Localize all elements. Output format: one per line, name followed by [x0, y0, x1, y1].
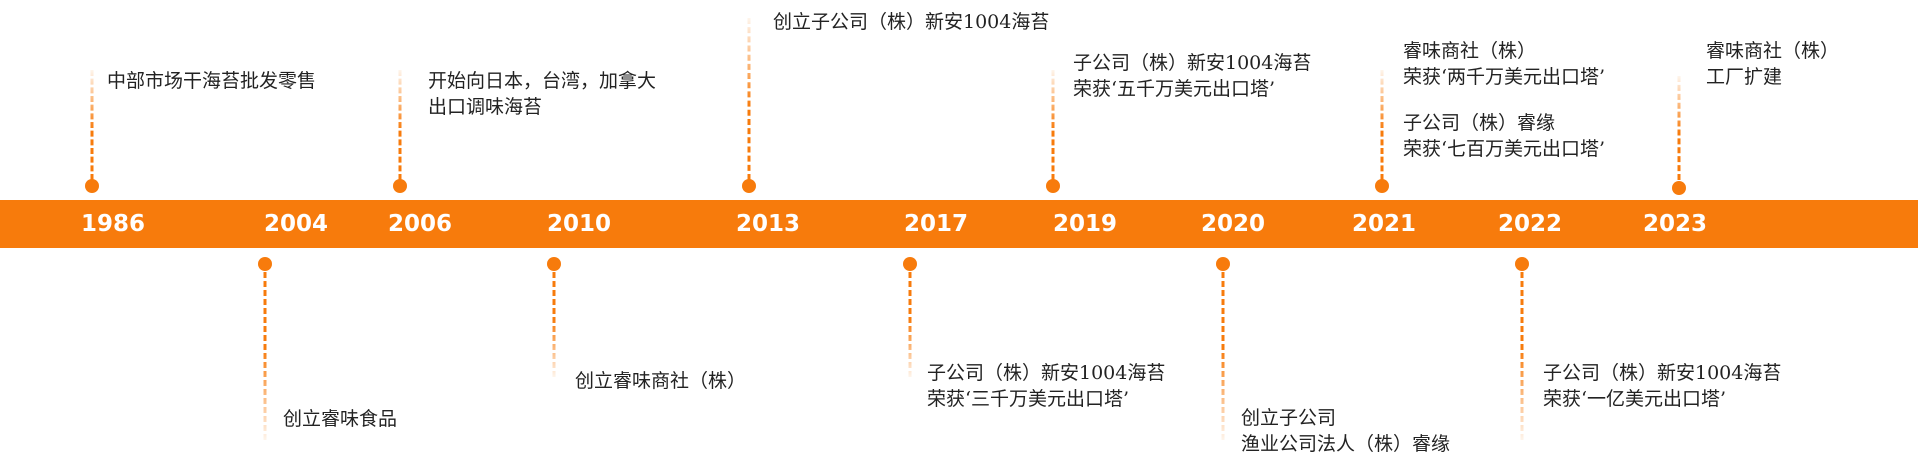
- event-line: 中部市场干海苔批发零售: [107, 70, 317, 92]
- event-line: 睿味商社（株）: [1706, 40, 1840, 62]
- event-line: 创立睿味商社（株）: [575, 370, 747, 392]
- event-line: 荣获‘两千万美元出口塔’: [1403, 66, 1606, 88]
- event-line: 子公司（株）新安1004海苔: [1543, 362, 1782, 384]
- event-label-2010: 创立睿味商社（株）: [575, 368, 746, 394]
- year-2021: 2021: [1351, 211, 1417, 237]
- event-line: 创立子公司: [1241, 407, 1337, 429]
- event-line: 睿味商社（株）: [1403, 40, 1537, 62]
- year-2023: 2023: [1642, 211, 1708, 237]
- event-label-2023: 睿味商社（株） 工厂扩建: [1706, 38, 1839, 90]
- connector-2004: [263, 272, 267, 440]
- year-2022: 2022: [1497, 211, 1563, 237]
- event-line: 子公司（株）睿缘: [1403, 112, 1556, 134]
- connector-2021: [1380, 70, 1384, 180]
- event-label-2021-a: 睿味商社（株） 荣获‘两千万美元出口塔’: [1403, 38, 1605, 90]
- marker-dot-2017: [903, 257, 917, 271]
- event-label-2022: 子公司（株）新安1004海苔 荣获‘一亿美元出口塔’: [1543, 360, 1781, 412]
- event-label-2021-b: 子公司（株）睿缘 荣获‘七百万美元出口塔’: [1403, 110, 1605, 162]
- marker-dot-2023: [1672, 181, 1686, 195]
- connector-2013: [747, 18, 751, 180]
- connector-2019: [1051, 70, 1055, 180]
- event-label-2004: 创立睿味食品: [283, 406, 397, 432]
- connector-2023: [1677, 76, 1681, 180]
- marker-dot-2006: [393, 179, 407, 193]
- marker-dot-2020: [1216, 257, 1230, 271]
- event-line: 荣获‘七百万美元出口塔’: [1403, 138, 1606, 160]
- event-label-2013: 创立子公司（株）新安1004海苔: [773, 9, 1049, 35]
- year-2020: 2020: [1200, 211, 1266, 237]
- event-line: 工厂扩建: [1706, 66, 1783, 88]
- event-line: 渔业公司法人（株）睿缘: [1241, 433, 1451, 455]
- year-2017: 2017: [903, 211, 969, 237]
- connector-2020: [1221, 272, 1225, 440]
- event-label-2006: 开始向日本，台湾，加拿大 出口调味海苔: [428, 68, 656, 120]
- marker-dot-2022: [1515, 257, 1529, 271]
- year-2010: 2010: [546, 211, 612, 237]
- connector-2006: [398, 70, 402, 180]
- event-line: 子公司（株）新安1004海苔: [1073, 52, 1312, 74]
- marker-dot-2013: [742, 179, 756, 193]
- marker-dot-1986: [85, 179, 99, 193]
- event-line: 出口调味海苔: [428, 96, 543, 118]
- event-line: 荣获‘三千万美元出口塔’: [927, 388, 1130, 410]
- year-2004: 2004: [263, 211, 329, 237]
- event-line: 子公司（株）新安1004海苔: [927, 362, 1166, 384]
- event-line: 荣获‘一亿美元出口塔’: [1543, 388, 1727, 410]
- marker-dot-2021: [1375, 179, 1389, 193]
- event-line: 荣获‘五千万美元出口塔’: [1073, 78, 1276, 100]
- event-line: 创立子公司（株）新安1004海苔: [773, 11, 1050, 33]
- event-label-2017: 子公司（株）新安1004海苔 荣获‘三千万美元出口塔’: [927, 360, 1165, 412]
- year-1986: 1986: [80, 211, 146, 237]
- marker-dot-2019: [1046, 179, 1060, 193]
- connector-2017: [908, 272, 912, 377]
- connector-2010: [552, 272, 556, 377]
- year-2006: 2006: [387, 211, 453, 237]
- year-2019: 2019: [1052, 211, 1118, 237]
- marker-dot-2004: [258, 257, 272, 271]
- connector-2022: [1520, 272, 1524, 440]
- year-2013: 2013: [735, 211, 801, 237]
- event-label-1986: 中部市场干海苔批发零售: [107, 68, 316, 94]
- timeline-band: [0, 200, 1918, 248]
- connector-1986: [90, 70, 94, 180]
- marker-dot-2010: [547, 257, 561, 271]
- event-label-2019: 子公司（株）新安1004海苔 荣获‘五千万美元出口塔’: [1073, 50, 1311, 102]
- event-line: 创立睿味食品: [283, 408, 398, 430]
- event-line: 开始向日本，台湾，加拿大: [428, 70, 657, 92]
- event-label-2020: 创立子公司 渔业公司法人（株）睿缘: [1241, 405, 1450, 457]
